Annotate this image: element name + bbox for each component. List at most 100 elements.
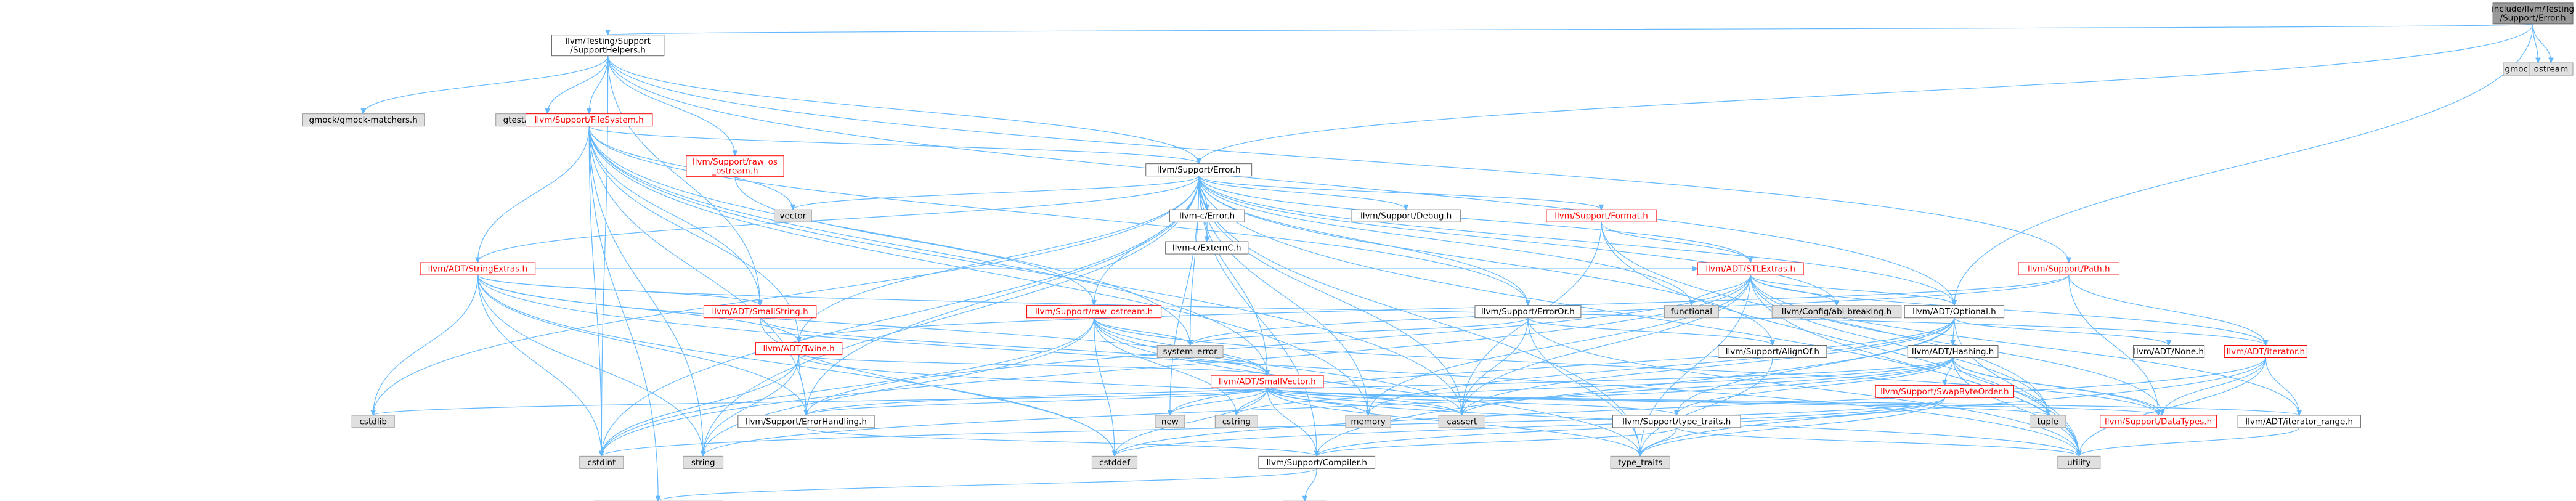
include-edge — [1527, 317, 2079, 457]
header-node-root[interactable]: include/llvm/Testing/Support/Error.h — [2492, 2, 2574, 25]
node-box — [737, 415, 875, 428]
edge-arrowhead — [1314, 450, 1320, 457]
node-label: system_error — [1163, 347, 1218, 357]
include-edge — [477, 275, 602, 457]
node-box — [2237, 415, 2361, 428]
include-edge — [477, 275, 807, 415]
node-box — [1610, 455, 1670, 469]
node-label: llvm/Support/raw_os — [693, 157, 778, 167]
include-edge — [588, 126, 704, 457]
header-node-swapbyteorder[interactable]: llvm/Support/SwapByteOrder.h — [1875, 385, 2015, 398]
include-edge — [2265, 357, 2300, 415]
header-node-stlextras[interactable]: llvm/ADT/STLExtras.h — [1697, 262, 1804, 275]
include-edge — [1094, 317, 1115, 457]
edge-arrowhead — [757, 300, 763, 306]
node-box — [1875, 385, 2015, 398]
edge-arrowhead — [2296, 410, 2302, 417]
header-node-optional[interactable]: llvm/ADT/Optional.h — [1904, 305, 2005, 319]
include-edge — [588, 55, 609, 114]
include-edge — [2161, 357, 2266, 415]
include-edge — [1316, 317, 1955, 457]
header-node-type-traits: type_traits — [1610, 455, 1670, 469]
include-edge — [1198, 176, 1692, 306]
include-edge — [588, 126, 1268, 376]
node-label: gmock/gmock-matchers.h — [309, 115, 417, 125]
include-edge — [1198, 176, 1641, 457]
node-box — [2029, 415, 2066, 428]
node-label: llvm/ADT/STLExtras.h — [1705, 264, 1795, 274]
header-node-erroror[interactable]: llvm/Support/ErrorOr.h — [1474, 305, 1582, 319]
include-edge — [1750, 275, 2300, 415]
header-node-debug[interactable]: llvm/Support/Debug.h — [1351, 209, 1461, 222]
include-edge — [588, 126, 1529, 306]
header-node-hashing[interactable]: llvm/ADT/Hashing.h — [1907, 345, 1999, 359]
include-edge — [1676, 427, 2079, 457]
header-node-adt-none[interactable]: llvm/ADT/None.h — [2132, 345, 2205, 359]
node-box — [551, 35, 665, 57]
node-box — [1211, 375, 1324, 388]
include-edge — [607, 55, 1200, 164]
header-node-compiler[interactable]: llvm/Support/Compiler.h — [1258, 455, 1376, 469]
node-label: cstdlib — [360, 417, 387, 426]
include-edge — [702, 357, 1954, 457]
include-edge — [805, 357, 1954, 416]
header-node-c-externc[interactable]: llvm-c/ExternC.h — [1165, 241, 1249, 255]
node-label: cstring — [1222, 417, 1251, 426]
include-edge — [1639, 397, 1945, 457]
header-node-datatypes[interactable]: llvm/Support/DataTypes.h — [2100, 415, 2217, 428]
header-node-c-error[interactable]: llvm-c/Error.h — [1169, 209, 1245, 222]
node-label: llvm/Support/type_traits.h — [1622, 417, 1731, 426]
include-edge — [798, 274, 2070, 343]
edge-arrowhead — [1747, 257, 1753, 264]
include-edge — [2532, 23, 2552, 63]
header-node-type-traits-support[interactable]: llvm/Support/type_traits.h — [1612, 415, 1741, 428]
node-box — [1474, 305, 1582, 319]
node-box — [774, 209, 812, 222]
include-edge — [792, 176, 1200, 210]
node-label: llvm/ADT/Optional.h — [1912, 307, 1996, 317]
include-edge — [805, 387, 1268, 416]
include-edge — [607, 23, 2533, 36]
header-node-errorhandling[interactable]: llvm/Support/ErrorHandling.h — [737, 415, 875, 428]
include-edge — [477, 274, 2266, 346]
edge-arrowhead — [700, 450, 706, 457]
header-node-stringextras[interactable]: llvm/ADT/StringExtras.h — [420, 262, 536, 275]
edge-arrowhead — [1167, 410, 1173, 417]
include-edge — [798, 354, 1463, 416]
include-edge — [1601, 222, 2079, 457]
include-edge — [1750, 275, 2079, 457]
header-node-raw-os-ostream[interactable]: llvm/Support/raw_os_ostream.h — [686, 155, 784, 177]
header-node-smallvector[interactable]: llvm/ADT/SmallVector.h — [1211, 375, 1324, 388]
header-node-filesystem[interactable]: llvm/Support/FileSystem.h — [525, 113, 653, 127]
header-node-format[interactable]: llvm/Support/Format.h — [1546, 209, 1657, 222]
include-edge — [363, 55, 609, 114]
node-box — [703, 305, 817, 319]
node-box — [2100, 415, 2217, 428]
header-nodes: include/llvm/Testing/Support/Error.h llvm… — [302, 2, 2574, 501]
edge-arrowhead — [1598, 204, 1604, 211]
include-edge — [588, 126, 659, 501]
node-label: functional — [1671, 307, 1712, 317]
header-node-raw-ostream[interactable]: llvm/Support/raw_ostream.h — [1026, 305, 1162, 319]
node-box — [1771, 305, 1902, 319]
node-box — [1718, 345, 1827, 359]
include-edge — [601, 354, 800, 457]
edge-arrowhead — [1950, 340, 1956, 346]
header-node-smallstring[interactable]: llvm/ADT/SmallString.h — [703, 305, 817, 319]
header-node-path[interactable]: llvm/Support/Path.h — [2018, 262, 2119, 275]
header-node-iterator-range[interactable]: llvm/ADT/iterator_range.h — [2237, 415, 2361, 428]
header-node-iterator[interactable]: llvm/ADT/iterator.h — [2224, 345, 2307, 359]
include-edge — [1954, 317, 2079, 457]
header-node-twine[interactable]: llvm/ADT/Twine.h — [755, 342, 843, 356]
include-edge — [546, 55, 609, 114]
include-edge — [601, 397, 1945, 457]
header-node-functional: functional — [1664, 305, 1719, 319]
header-node-supporthelpers[interactable]: llvm/Testing/Support/SupportHelpers.h — [551, 35, 665, 57]
node-label: ostream — [2534, 65, 2569, 75]
edge-arrowhead — [360, 108, 366, 115]
include-edge — [1114, 388, 1268, 457]
header-node-alignof[interactable]: llvm/Support/AlignOf.h — [1718, 345, 1827, 359]
header-node-support-error[interactable]: llvm/Support/Error.h — [1145, 163, 1253, 177]
header-node-utility: utility — [2057, 455, 2101, 469]
edge-arrowhead — [370, 410, 376, 417]
